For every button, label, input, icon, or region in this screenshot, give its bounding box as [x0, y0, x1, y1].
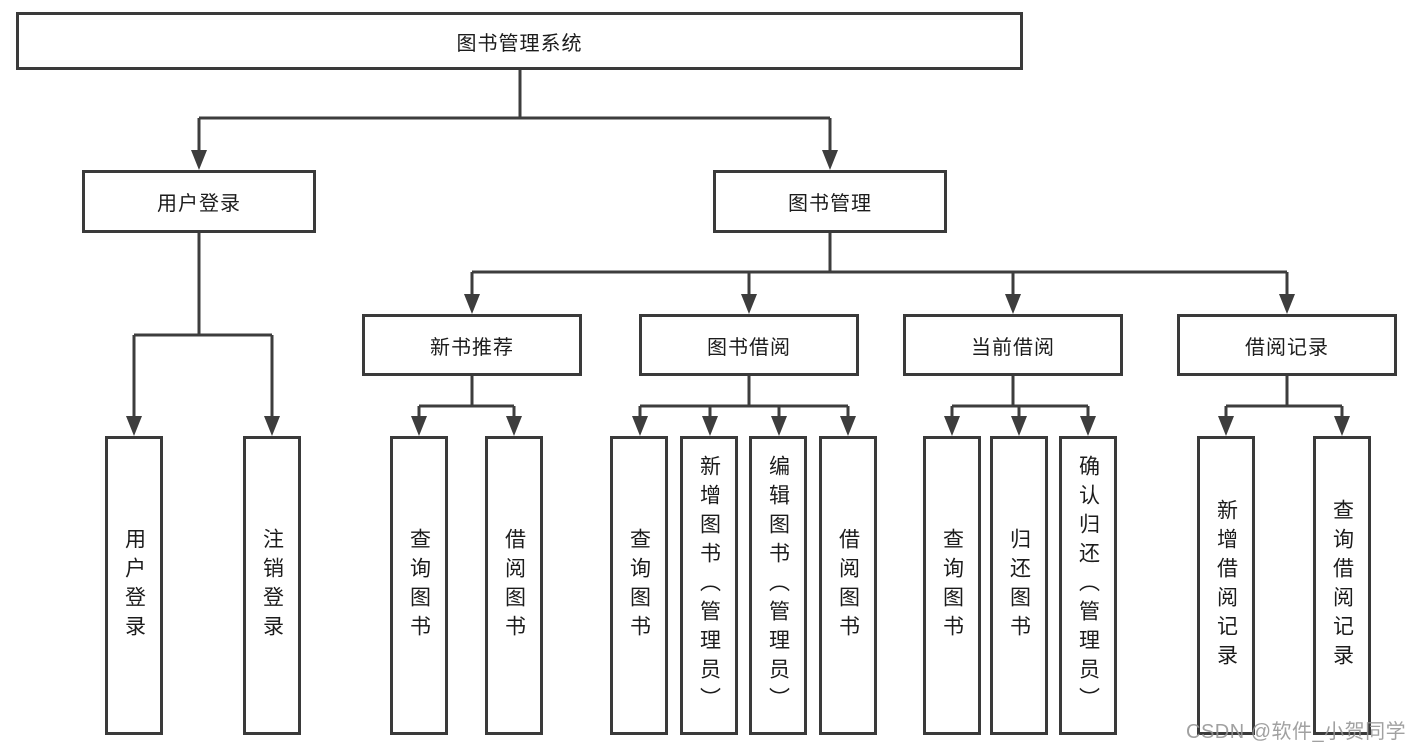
node-cb-confirm-return-label: 确认归还（管理员）	[1076, 455, 1100, 716]
node-bb-borrow-book: 借阅图书	[819, 436, 877, 735]
node-cb-return-book-label: 归还图书	[1007, 527, 1031, 644]
node-leaf-user-login-label: 用户登录	[122, 527, 146, 644]
connector-root-to-level2	[191, 70, 838, 170]
node-bb-edit-book: 编辑图书（管理员）	[749, 436, 807, 735]
node-cb-return-book: 归还图书	[990, 436, 1048, 735]
connector-bookborrow-to-leaves	[632, 376, 856, 436]
node-book-borrow-label: 图书借阅	[707, 336, 791, 359]
node-user-login-label: 用户登录	[157, 193, 241, 215]
connector-userlogin-to-leaves	[126, 233, 280, 436]
node-bb-add-book: 新增图书（管理员）	[680, 436, 738, 735]
node-bb-edit-book-label: 编辑图书（管理员）	[766, 455, 790, 716]
node-cb-confirm-return: 确认归还（管理员）	[1059, 436, 1117, 735]
node-cb-query-book-label: 查询图书	[940, 527, 964, 644]
node-nb-borrow-book-label: 借阅图书	[502, 527, 526, 644]
connector-newbookrec-to-leaves	[411, 376, 522, 436]
node-book-mgmt-label: 图书管理	[788, 193, 872, 215]
node-current-borrow: 当前借阅	[903, 314, 1123, 376]
node-bb-query-book: 查询图书	[610, 436, 668, 735]
node-book-mgmt: 图书管理	[713, 170, 947, 233]
node-bb-query-book-label: 查询图书	[627, 527, 651, 644]
connector-bookmgmt-to-level3	[464, 233, 1295, 314]
node-current-borrow-label: 当前借阅	[971, 336, 1055, 359]
node-cb-query-book: 查询图书	[923, 436, 981, 735]
node-borrow-record-label: 借阅记录	[1245, 336, 1329, 359]
node-bb-borrow-book-label: 借阅图书	[836, 527, 860, 644]
node-nb-borrow-book: 借阅图书	[485, 436, 543, 735]
connector-currentborrow-to-leaves	[944, 376, 1096, 436]
node-leaf-user-login: 用户登录	[105, 436, 163, 735]
node-new-book-rec: 新书推荐	[362, 314, 582, 376]
node-root-label: 图书管理系统	[456, 32, 583, 55]
node-book-borrow: 图书借阅	[639, 314, 859, 376]
node-borrow-record: 借阅记录	[1177, 314, 1397, 376]
node-new-book-rec-label: 新书推荐	[430, 336, 514, 359]
node-br-add-record-label: 新增借阅记录	[1214, 498, 1238, 673]
connector-borrowrecord-to-leaves	[1218, 376, 1350, 436]
node-nb-query-book-label: 查询图书	[407, 527, 431, 644]
node-user-login: 用户登录	[82, 170, 316, 233]
node-br-query-record: 查询借阅记录	[1313, 436, 1371, 735]
node-br-add-record: 新增借阅记录	[1197, 436, 1255, 735]
node-root: 图书管理系统	[16, 12, 1023, 70]
node-bb-add-book-label: 新增图书（管理员）	[697, 455, 721, 716]
node-nb-query-book: 查询图书	[390, 436, 448, 735]
node-leaf-logout-label: 注销登录	[260, 527, 284, 644]
node-leaf-logout: 注销登录	[243, 436, 301, 735]
csdn-watermark: CSDN @软件_小贺同学	[1186, 721, 1405, 743]
node-br-query-record-label: 查询借阅记录	[1330, 498, 1354, 673]
